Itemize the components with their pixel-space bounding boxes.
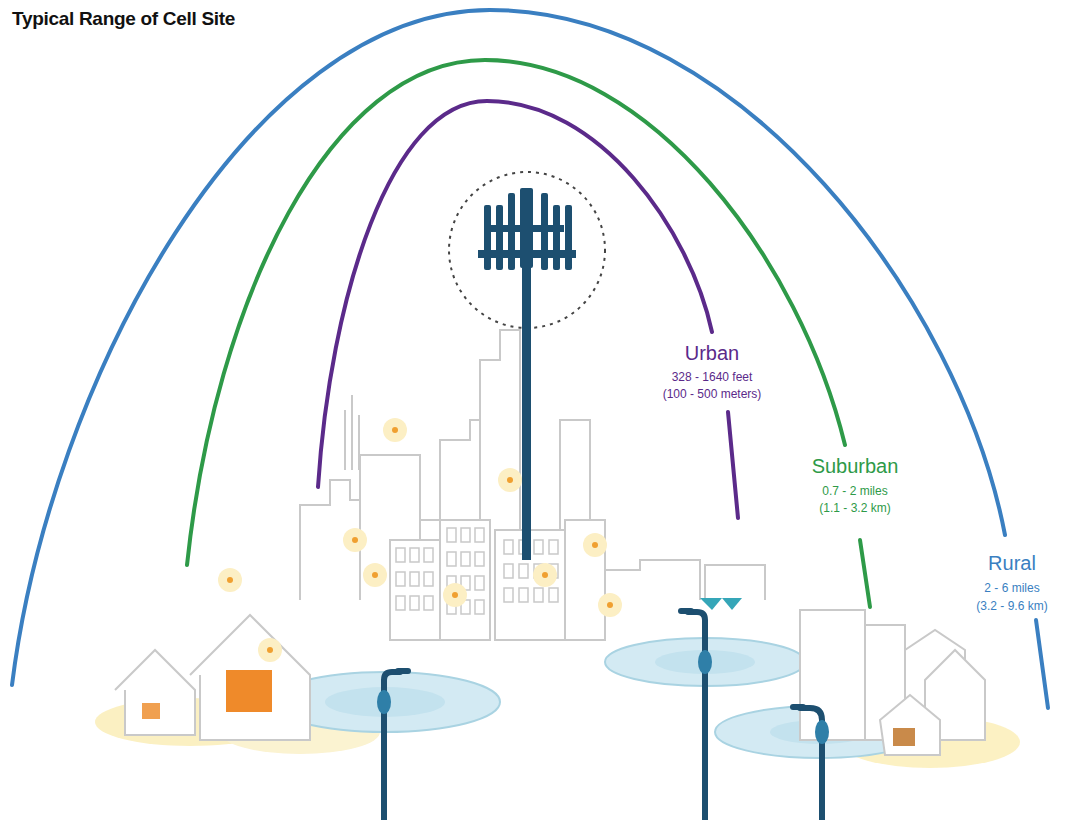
small-cell-glow	[498, 468, 522, 492]
range-value: 0.7 - 2 miles	[822, 484, 887, 498]
window	[475, 576, 484, 590]
window	[504, 588, 513, 602]
range-value: 328 - 1640 feet	[672, 370, 753, 384]
small-cell-poles	[384, 612, 822, 820]
range-arcs	[12, 10, 1048, 708]
window	[549, 588, 558, 602]
zone-name: Urban	[685, 342, 739, 365]
rural-arc	[1036, 620, 1048, 708]
range-value: 2 - 6 miles	[984, 581, 1039, 595]
window	[475, 552, 484, 566]
suburban-arc	[860, 540, 870, 607]
zone-name: Suburban	[812, 455, 899, 478]
indoor-cells	[142, 670, 915, 746]
small-cell	[507, 477, 513, 483]
window	[447, 528, 456, 542]
small-cell-glow	[583, 533, 607, 557]
window	[410, 596, 419, 610]
small-cell	[592, 542, 598, 548]
small-cell-glow	[383, 418, 407, 442]
urban-arc	[728, 412, 738, 518]
range-value: (100 - 500 meters)	[663, 387, 762, 401]
small-cell-glow	[533, 563, 557, 587]
small-cell-glow	[218, 568, 242, 592]
small-cell	[452, 592, 458, 598]
window	[534, 540, 543, 554]
urban-arc	[318, 101, 712, 487]
city-skyline	[300, 330, 765, 640]
window	[519, 564, 528, 578]
antenna-panel	[565, 205, 572, 270]
antenna-panel	[508, 193, 515, 270]
antenna-panel	[496, 205, 503, 270]
range-value: (3.2 - 9.6 km)	[976, 599, 1047, 613]
small-cell	[352, 537, 358, 543]
window	[534, 588, 543, 602]
antenna-panel	[520, 188, 533, 268]
antenna-panel	[541, 193, 548, 270]
window	[461, 528, 470, 542]
window	[424, 548, 433, 562]
pole-lamps	[377, 598, 829, 744]
window	[396, 596, 405, 610]
small-cell	[227, 577, 233, 583]
houses	[115, 615, 940, 755]
small-cell	[607, 602, 613, 608]
window	[504, 564, 513, 578]
small-cell	[267, 647, 273, 653]
suburban-arc	[187, 60, 845, 565]
antenna-panel	[484, 205, 491, 270]
cell-tower	[449, 172, 605, 560]
window	[519, 588, 528, 602]
rural-arc	[12, 10, 1005, 685]
small-cell-glow	[363, 563, 387, 587]
small-cell	[392, 427, 398, 433]
small-cell-glow	[258, 638, 282, 662]
small-cell-glow	[598, 593, 622, 617]
diagram-title: Typical Range of Cell Site	[12, 8, 235, 30]
window	[549, 540, 558, 554]
window	[396, 572, 405, 586]
window	[461, 552, 470, 566]
zone-name: Rural	[988, 552, 1036, 575]
small-cell-glow	[443, 583, 467, 607]
window	[410, 572, 419, 586]
range-value: (1.1 - 3.2 km)	[819, 501, 890, 515]
window	[475, 600, 484, 614]
small-cell-glow	[343, 528, 367, 552]
small-cell	[542, 572, 548, 578]
window	[424, 596, 433, 610]
small-cell	[372, 572, 378, 578]
small-cell-dots	[218, 418, 622, 662]
window	[396, 548, 405, 562]
window	[424, 572, 433, 586]
window	[504, 540, 513, 554]
window	[447, 552, 456, 566]
window	[475, 528, 484, 542]
antenna-panel	[553, 205, 560, 270]
window	[410, 548, 419, 562]
